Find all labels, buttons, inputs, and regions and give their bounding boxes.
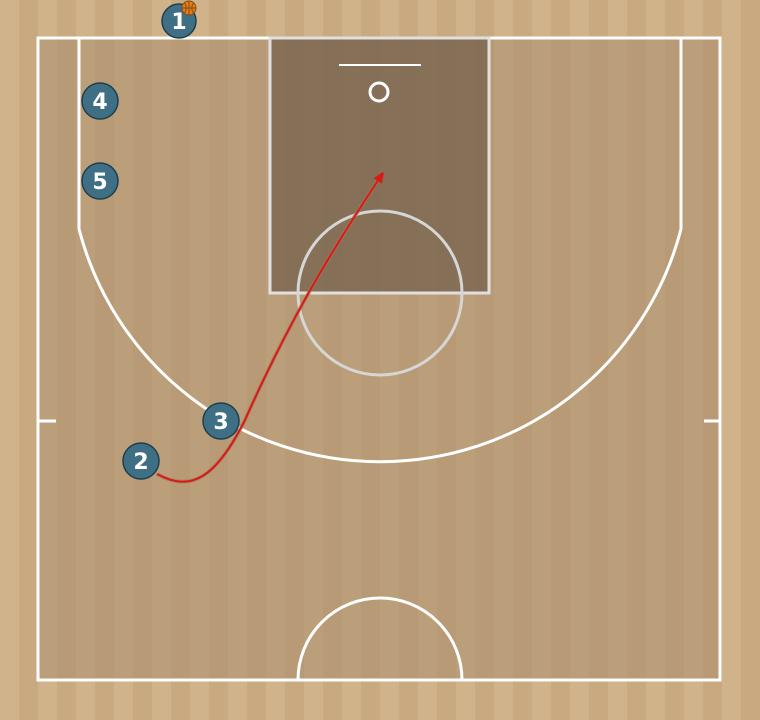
player-2-label: 2 [133, 450, 148, 475]
player-3-label: 3 [213, 410, 228, 435]
player-4[interactable]: 4 [81, 82, 119, 120]
player-1-label: 1 [171, 10, 186, 35]
paint [270, 38, 489, 293]
player-5-label: 5 [92, 170, 107, 195]
player-2[interactable]: 2 [122, 442, 160, 480]
player-5[interactable]: 5 [81, 162, 119, 200]
free-throw-circle [296, 209, 464, 377]
three-point-line [77, 38, 683, 464]
free-throw-lane [268, 36, 491, 295]
player-4-label: 4 [92, 90, 107, 115]
basketball-icon [181, 0, 197, 16]
center-circle [296, 596, 464, 681]
hoop [368, 81, 390, 103]
cut-path [156, 176, 381, 483]
player-3[interactable]: 3 [202, 402, 240, 440]
